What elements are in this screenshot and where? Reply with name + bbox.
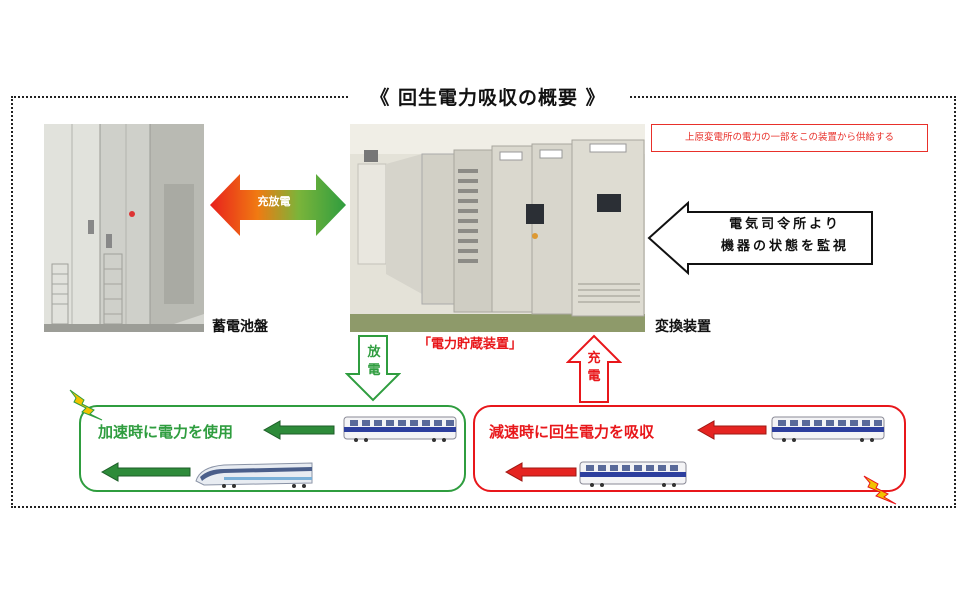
discharge-label: 放電 <box>367 345 381 378</box>
express-train-icon <box>195 462 313 488</box>
charge-discharge-arrow <box>210 174 346 236</box>
lightning-icon <box>863 475 897 505</box>
commuter-train-icon <box>771 416 885 442</box>
monitor-line-2: 機器の状態を監視 <box>720 239 849 254</box>
charge-arrow <box>566 334 622 403</box>
charge-discharge-label: 充放電 <box>257 195 291 208</box>
storage-device-label: 「電力貯蔵装置」 <box>418 337 523 352</box>
regen-flow-arrow <box>696 420 767 440</box>
power-flow-arrow <box>100 462 191 482</box>
page-title: 《 回生電力吸収の概要 》 <box>348 84 628 112</box>
monitor-line-1: 電気司令所より <box>729 217 841 232</box>
commuter-train-icon <box>343 416 457 442</box>
battery-panel-photo <box>44 124 204 332</box>
charge-label: 充電 <box>587 351 601 384</box>
battery-panel-label: 蓄電池盤 <box>212 319 268 335</box>
acceleration-panel <box>79 405 466 492</box>
commuter-train-icon <box>579 461 687 487</box>
supply-note: 上原変電所の電力の一部をこの装置から供給する <box>651 124 928 152</box>
power-flow-arrow <box>262 420 335 440</box>
deceleration-panel <box>473 405 906 492</box>
monitor-text: 電気司令所より 機器の状態を監視 <box>700 214 870 258</box>
converter-photo <box>350 124 645 332</box>
converter-label: 変換装置 <box>655 319 711 335</box>
deceleration-label: 減速時に回生電力を吸収 <box>489 423 655 441</box>
monitor-arrow <box>647 200 873 276</box>
regen-flow-arrow <box>504 462 577 482</box>
discharge-arrow <box>345 335 401 402</box>
acceleration-label: 加速時に電力を使用 <box>98 423 234 441</box>
lightning-icon <box>69 389 103 421</box>
